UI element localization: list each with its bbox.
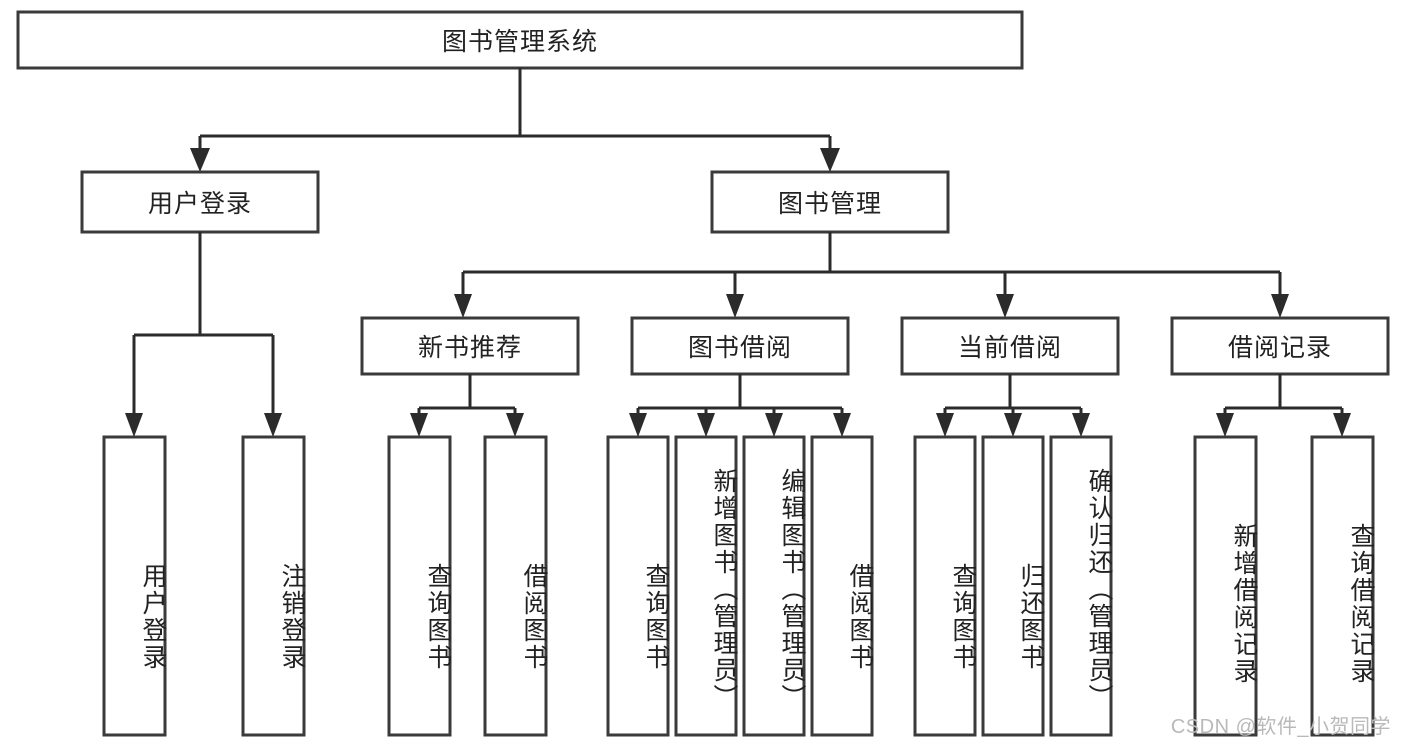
leaf-box-query-record[interactable] bbox=[1310, 435, 1375, 737]
arrow-head-leaf-add-book bbox=[697, 413, 715, 437]
leaf-box-edit-book[interactable] bbox=[742, 435, 806, 737]
node-box-book-borrow[interactable] bbox=[630, 316, 850, 376]
leaf-box-user-login[interactable] bbox=[102, 435, 167, 737]
node-box-book-management[interactable] bbox=[710, 170, 950, 234]
arrow-head-leaf-query-book-3 bbox=[936, 413, 954, 437]
arrow-head-leaf-query-record bbox=[1333, 413, 1351, 437]
arrow-head-leaf-borrow-book-1 bbox=[506, 413, 524, 437]
leaf-box-add-book[interactable] bbox=[674, 435, 738, 737]
arrow-head-leaf-user-login bbox=[125, 413, 143, 437]
leaf-box-confirm-return[interactable] bbox=[1049, 435, 1113, 737]
arrow-head-borrow-record bbox=[1271, 294, 1289, 318]
leaf-box-query-book-1[interactable] bbox=[387, 435, 452, 737]
arrow-head-leaf-add-record bbox=[1216, 413, 1234, 437]
node-box-user-login[interactable] bbox=[80, 170, 320, 234]
arrow-head-leaf-return-book bbox=[1004, 413, 1022, 437]
arrow-head-leaf-logout-login bbox=[264, 413, 282, 437]
node-box-current-borrow[interactable] bbox=[900, 316, 1120, 376]
leaf-box-return-book[interactable] bbox=[981, 435, 1045, 737]
arrow-head-new-book-recommend bbox=[454, 294, 472, 318]
leaf-box-logout-login[interactable] bbox=[241, 435, 306, 737]
arrow-head-leaf-edit-book bbox=[765, 413, 783, 437]
leaf-box-query-book-3[interactable] bbox=[913, 435, 977, 737]
arrow-head-leaf-query-book-1 bbox=[410, 413, 428, 437]
leaf-box-query-book-2[interactable] bbox=[606, 435, 670, 737]
arrow-head-book-management bbox=[820, 148, 840, 172]
leaf-box-borrow-book-1[interactable] bbox=[483, 435, 548, 737]
arrow-head-current-borrow bbox=[996, 294, 1014, 318]
arrow-head-user-login bbox=[190, 148, 210, 172]
leaf-box-borrow-book-2[interactable] bbox=[810, 435, 874, 737]
leaf-box-add-record[interactable] bbox=[1193, 435, 1258, 737]
arrow-head-leaf-query-book-2 bbox=[629, 413, 647, 437]
node-box-new-book-recommend[interactable] bbox=[360, 316, 580, 376]
node-box-root[interactable] bbox=[16, 10, 1024, 70]
arrow-head-book-borrow bbox=[726, 294, 744, 318]
node-box-borrow-record[interactable] bbox=[1170, 316, 1390, 376]
arrow-head-leaf-confirm-return bbox=[1072, 413, 1090, 437]
arrow-head-leaf-borrow-book-2 bbox=[833, 413, 851, 437]
